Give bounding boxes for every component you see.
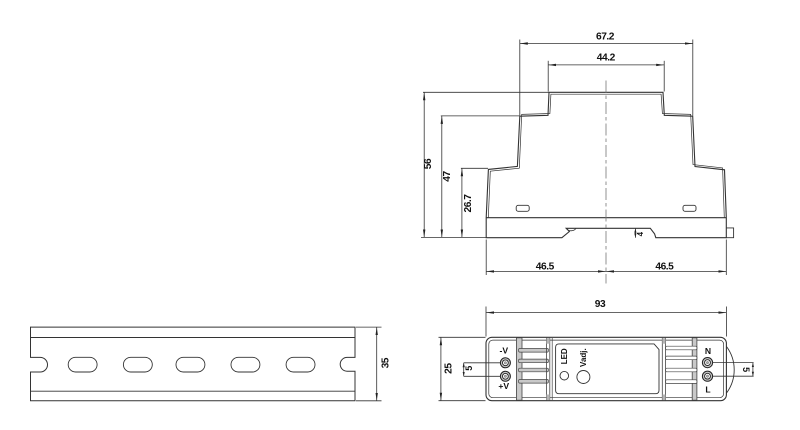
svg-text:-V: -V xyxy=(500,346,509,356)
svg-text:+V: +V xyxy=(498,381,509,391)
svg-text:5: 5 xyxy=(741,367,751,372)
svg-text:44.2: 44.2 xyxy=(597,53,616,64)
svg-text:46.5: 46.5 xyxy=(655,261,674,272)
svg-text:47: 47 xyxy=(442,171,453,182)
svg-text:L: L xyxy=(705,385,710,395)
svg-text:67.2: 67.2 xyxy=(596,32,615,43)
svg-text:5: 5 xyxy=(464,366,474,371)
svg-text:N: N xyxy=(705,346,711,356)
svg-text:25: 25 xyxy=(443,363,454,374)
svg-text:56: 56 xyxy=(423,158,434,169)
svg-text:46.5: 46.5 xyxy=(536,261,555,272)
svg-text:35: 35 xyxy=(381,357,392,368)
svg-text:26.7: 26.7 xyxy=(463,194,474,213)
svg-text:93: 93 xyxy=(595,299,606,310)
svg-text:Vadj.: Vadj. xyxy=(579,348,588,367)
svg-text:4: 4 xyxy=(636,231,645,236)
svg-text:LED: LED xyxy=(560,348,569,364)
